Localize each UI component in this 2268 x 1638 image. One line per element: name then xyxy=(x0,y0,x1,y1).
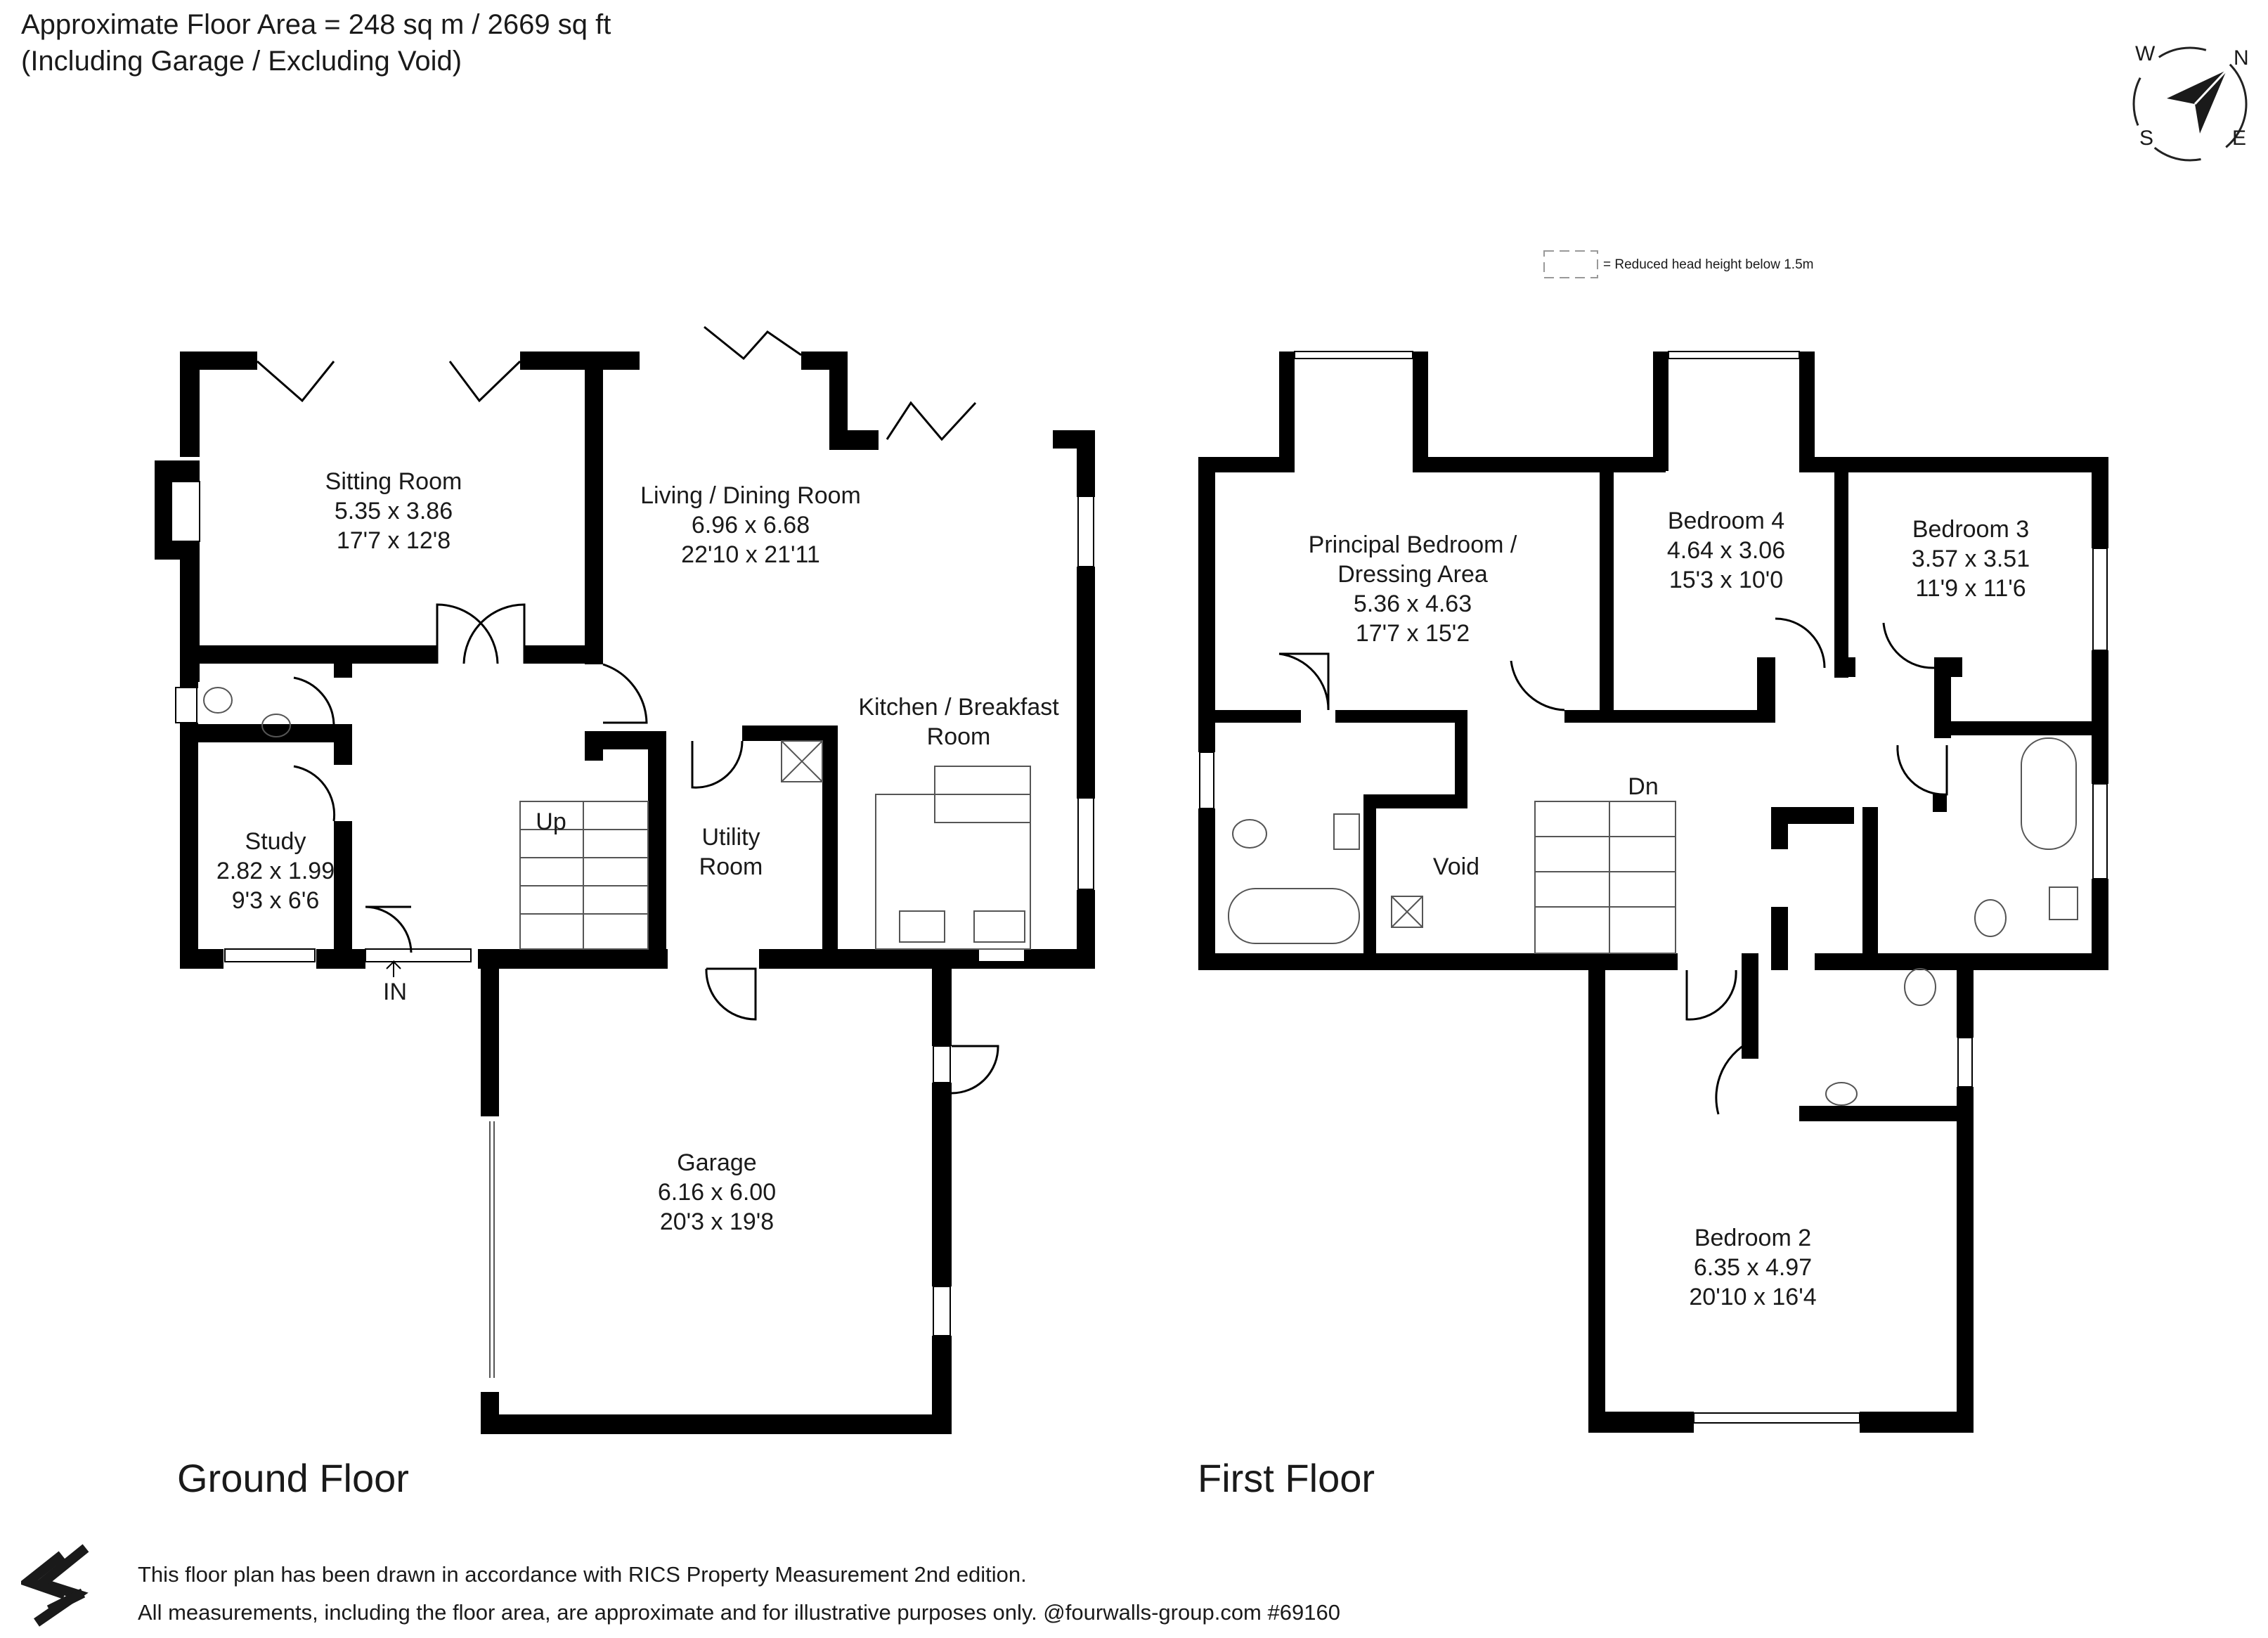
reduced-height-legend-swatch xyxy=(1543,250,1598,278)
stairs-up-label: Up xyxy=(536,808,566,835)
compass-e: E xyxy=(2232,127,2247,150)
compass: W N S E xyxy=(2128,42,2252,166)
first-floor-title: First Floor xyxy=(1198,1456,1375,1500)
stairs-down-label: Dn xyxy=(1628,773,1659,800)
footer-disclaimer: All measurements, including the floor ar… xyxy=(138,1600,1340,1625)
fourwalls-logo-icon xyxy=(21,1544,89,1627)
compass-n: N xyxy=(2234,46,2249,70)
compass-w: W xyxy=(2135,42,2156,65)
void-label: Void xyxy=(1432,853,1480,880)
ground-floor-title: Ground Floor xyxy=(177,1456,409,1500)
legend-text: = Reduced head height below 1.5m xyxy=(1603,257,1814,272)
compass-arrow-icon xyxy=(2132,46,2248,162)
floor-area-note: (Including Garage / Excluding Void) xyxy=(21,46,462,77)
entrance-arrow-icon xyxy=(386,960,401,977)
compass-s: S xyxy=(2139,127,2154,150)
footer-rics-note: This floor plan has been drawn in accord… xyxy=(138,1562,1027,1587)
entrance-label: IN xyxy=(383,979,407,1005)
floor-area-text: Approximate Floor Area = 248 sq m / 2669… xyxy=(21,9,611,40)
